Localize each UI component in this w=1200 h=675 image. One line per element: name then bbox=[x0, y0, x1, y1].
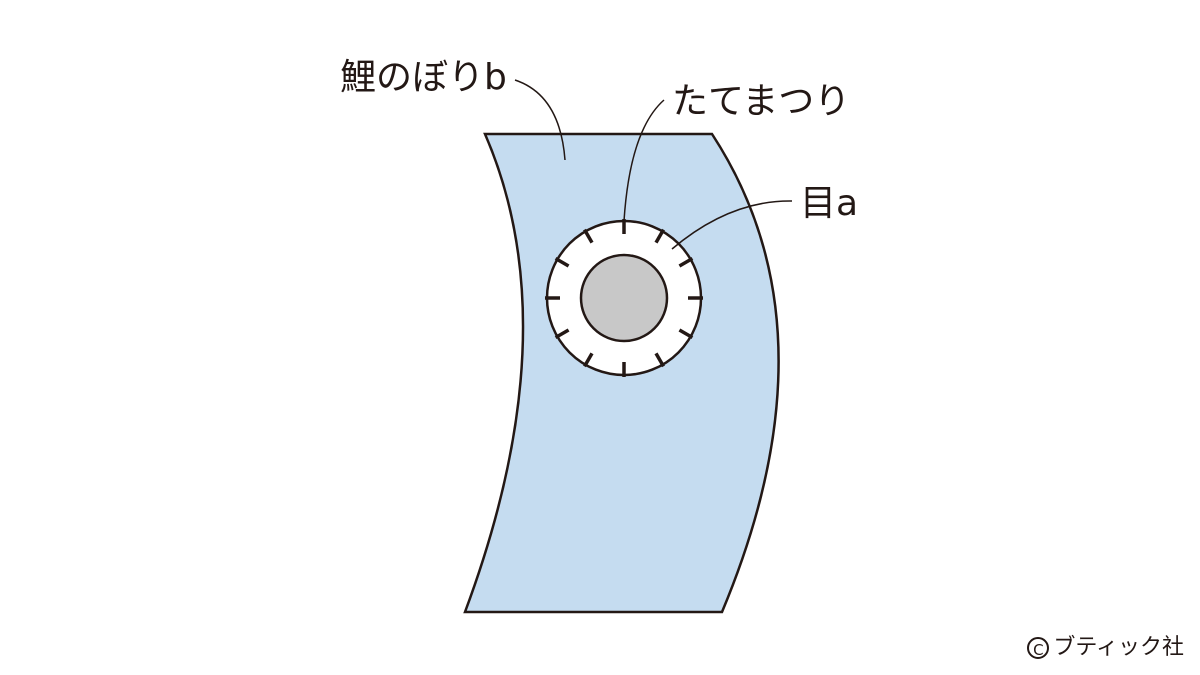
stitch-tick bbox=[554, 256, 570, 268]
copyright-icon: C bbox=[1027, 637, 1050, 659]
leader-line-stitch bbox=[623, 99, 665, 222]
label-eye-a: 目a bbox=[800, 183, 859, 224]
stitch-tick bbox=[654, 352, 666, 368]
label-tatematsuri: たてまつり bbox=[672, 81, 851, 122]
eye-center bbox=[579, 253, 669, 343]
publisher-name: ブティック社 bbox=[1053, 635, 1184, 660]
leader-line-eye bbox=[671, 200, 793, 250]
stitch-tick bbox=[678, 256, 694, 268]
leader-line-fabric bbox=[514, 79, 566, 161]
label-koinobori-b: 鯉のぼりb bbox=[340, 57, 507, 98]
tatematsuri-stitches bbox=[545, 219, 703, 377]
stitch-tick bbox=[678, 328, 694, 340]
stitch-tick bbox=[554, 328, 570, 340]
stitch-tick bbox=[582, 228, 594, 244]
stitch-tick bbox=[582, 352, 594, 368]
stitch-tick bbox=[654, 228, 666, 244]
